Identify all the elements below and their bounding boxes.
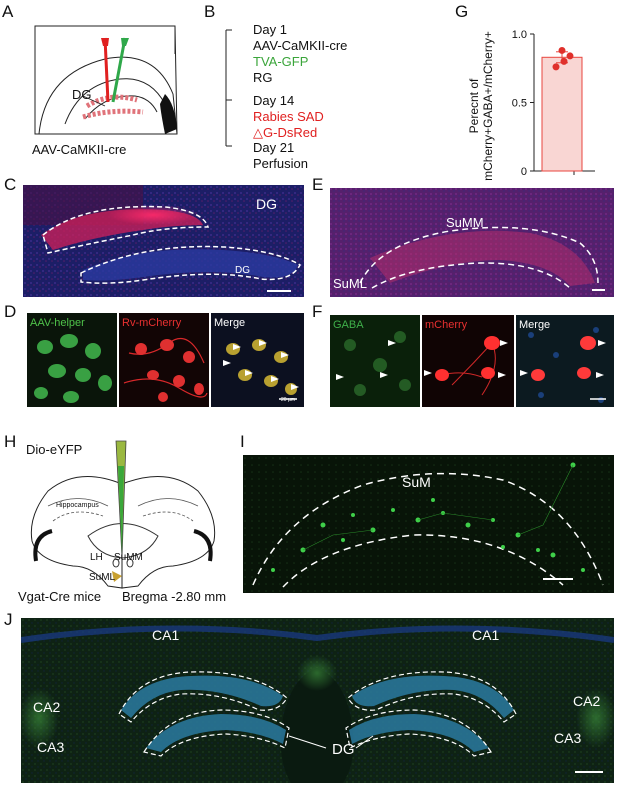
- step-2-item-2: △G-DsRed: [253, 125, 318, 140]
- bar: [541, 56, 583, 172]
- panel-j-ca3-right: CA3: [554, 730, 582, 746]
- y-tick-label: 0: [521, 166, 527, 178]
- panel-label-a: A: [2, 2, 14, 21]
- panel-j-ca3-left: CA3: [37, 739, 65, 755]
- panel-f-tile-2: mCherry: [422, 315, 514, 407]
- panel-d-tile-1: AAV-helper: [27, 313, 117, 407]
- panel-h-bregma-label: Bregma -2.80 mm: [122, 589, 227, 604]
- panel-d-tile-3: Merge 20 µm: [211, 313, 304, 407]
- panel-f-tile-3-label: Merge: [519, 319, 551, 331]
- panel-label-i: I: [240, 432, 245, 451]
- y-axis-label-line-2: mCherry+GABA+/mCherry+: [481, 31, 495, 181]
- panel-d-scale-label: 20 µm: [281, 397, 295, 403]
- panel-i-region-label: SuM: [402, 474, 431, 490]
- panel-d-tile-3-label: Merge: [214, 317, 246, 329]
- panel-j-ca2-right: CA2: [573, 693, 601, 709]
- panel-label-e: E: [312, 175, 324, 194]
- y-axis-label-line-1: Perecnt of: [467, 78, 481, 133]
- panel-i-image: SuM: [243, 455, 614, 593]
- panel-j-ca1-right: CA1: [472, 627, 500, 643]
- panel-f-tile-1: GABA: [330, 315, 420, 407]
- panel-label-d: D: [4, 302, 17, 321]
- panel-e-side-label: SuML: [333, 276, 367, 291]
- panel-h-summ-label: SuMM: [114, 552, 143, 563]
- panel-d-tile-1-label: AAV-helper: [30, 317, 85, 329]
- panel-c-top-label: DG: [256, 196, 277, 212]
- panel-c-image: DG DG: [23, 185, 304, 297]
- panel-h-suml-label: SuML: [89, 572, 116, 583]
- step-2-item-1: Rabies SAD: [253, 109, 324, 124]
- panel-label-j: J: [4, 610, 13, 629]
- panel-d-tile-2: Rv-mCherry: [119, 313, 209, 407]
- panel-h-mouse-label: Vgat-Cre mice: [18, 589, 102, 604]
- panel-j-ca1-left: CA1: [152, 627, 180, 643]
- panel-e-top-label: SuMM: [446, 215, 484, 230]
- step-day-14: Day 14: [253, 93, 295, 108]
- panel-j-image: CA1 CA1 CA2 CA2 CA3 CA3 DG: [21, 618, 614, 783]
- panel-a-region-label: DG: [72, 87, 92, 102]
- panel-c-inner-label: DG: [235, 265, 250, 276]
- panel-h-lh-label: LH: [90, 552, 103, 563]
- panel-f-tile-3: Merge: [516, 315, 614, 407]
- panel-f-tile-1-label: GABA: [333, 319, 364, 331]
- panel-h-hippocampus-label: Hippocampus: [56, 502, 99, 509]
- panel-b-timeline: Day 1 AAV-CaMKII-cre TVA-GFP RG Day 14 R…: [220, 18, 410, 171]
- step-1-item-2: TVA-GFP: [253, 54, 309, 69]
- panel-a-schematic: DG AAV-CaMKII-cre: [25, 14, 185, 164]
- panel-label-b: B: [204, 2, 216, 21]
- step-day-1: Day 1: [253, 22, 287, 37]
- panel-label-f: F: [312, 302, 323, 321]
- step-1-item-1: AAV-CaMKII-cre: [253, 38, 348, 53]
- step-1-item-3: RG: [253, 70, 273, 85]
- panel-label-h: H: [4, 432, 17, 451]
- y-tick-label: 1.0: [512, 29, 527, 41]
- data-point: [558, 46, 566, 54]
- panel-j-ca2-left: CA2: [33, 699, 61, 715]
- step-day-21: Day 21: [253, 140, 295, 155]
- panel-d-tile-2-label: Rv-mCherry: [122, 317, 182, 329]
- panel-label-c: C: [4, 175, 17, 194]
- panel-label-g: G: [455, 2, 469, 21]
- panel-j-dg: DG: [332, 741, 355, 758]
- y-tick-label: 0.5: [512, 98, 527, 110]
- panel-h-virus-label: Dio-eYFP: [26, 442, 83, 457]
- data-point: [552, 63, 560, 71]
- data-point: [560, 57, 568, 65]
- panel-a-virus-label: AAV-CaMKII-cre: [32, 142, 127, 157]
- data-point: [566, 52, 574, 60]
- panel-f-tile-2-label: mCherry: [425, 319, 468, 331]
- panel-g-chart: Perecnt of mCherry+GABA+/mCherry+ 0 0.5 1.…: [440, 16, 610, 186]
- step-3-item-1: Perfusion: [253, 156, 308, 171]
- panel-h-schematic: Dio-eYFP Hippocampus LH SuMM SuML Vgat-C…: [18, 436, 238, 606]
- panel-e-image: SuMM SuML: [330, 188, 614, 297]
